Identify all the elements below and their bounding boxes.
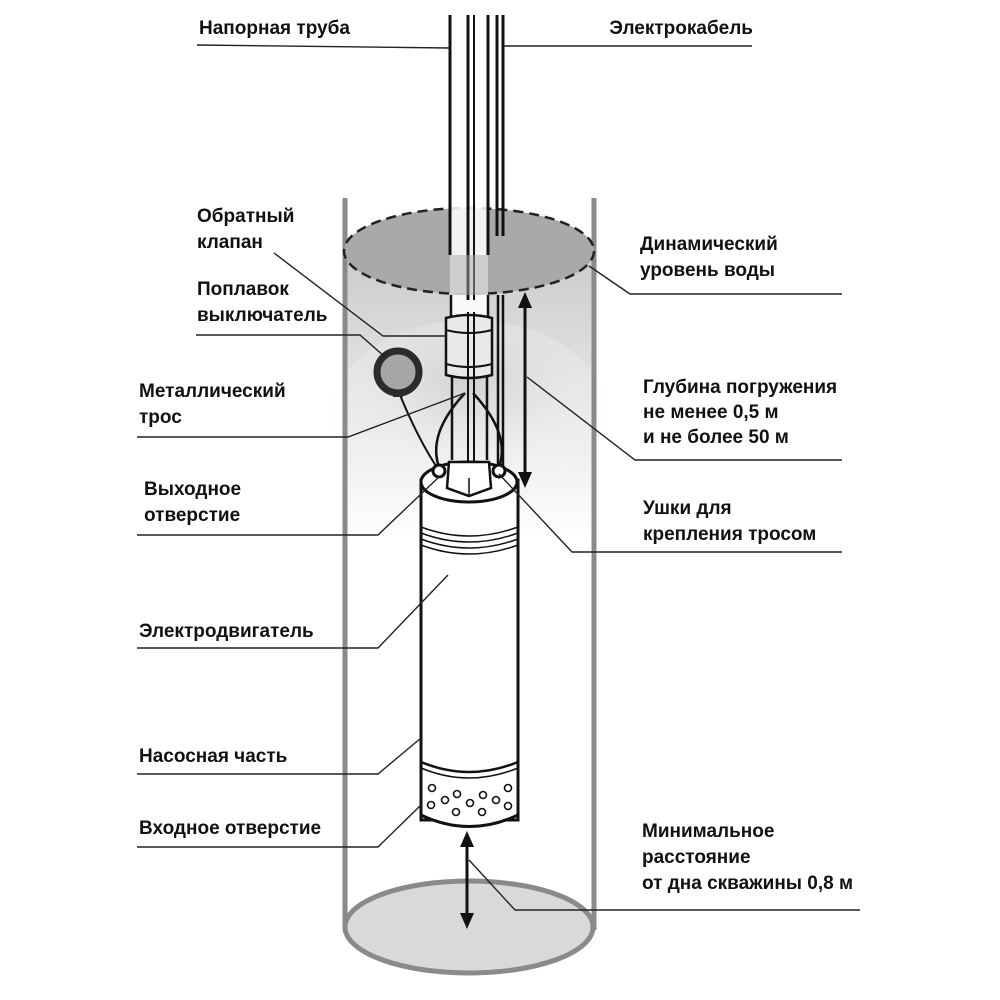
label-pump-section: Насосная часть: [139, 746, 287, 767]
leader-pump-section: [137, 737, 422, 775]
leader-inlet: [137, 804, 422, 848]
leader-pressure-pipe: [196, 44, 451, 49]
immersion-depth-arrow: [518, 292, 532, 488]
label-motor: Электродвигатель: [139, 621, 314, 642]
float-switch: [373, 347, 441, 473]
label-inlet: Входное отверстие: [139, 818, 321, 839]
label-pressure-pipe: Напорная труба: [199, 18, 350, 39]
pump: [419, 460, 520, 828]
leader-motor: [137, 574, 449, 649]
leader-rope-lugs: [498, 473, 842, 553]
leader-check-valve: [273, 252, 446, 337]
bottom-distance-arrow: [460, 831, 474, 929]
leader-immersion-depth: [526, 376, 842, 461]
leader-outlet: [137, 475, 441, 536]
leader-float-switch: [196, 334, 386, 358]
well-bottom: [342, 878, 596, 976]
rope-lug-left: [431, 463, 447, 479]
rope-lug-right: [491, 463, 507, 479]
leader-dynamic-level: [588, 265, 842, 295]
leader-min-distance: [468, 859, 860, 911]
check-valve: [444, 295, 494, 470]
metal-rope: [435, 392, 503, 471]
leader-lines: [137, 44, 860, 911]
pressure-pipe: [448, 15, 490, 315]
inlet-holes: [426, 783, 513, 817]
label-electric-cable: Электрокабель: [609, 18, 753, 39]
leader-metal-rope: [137, 392, 466, 438]
electric-cable: [495, 15, 505, 470]
